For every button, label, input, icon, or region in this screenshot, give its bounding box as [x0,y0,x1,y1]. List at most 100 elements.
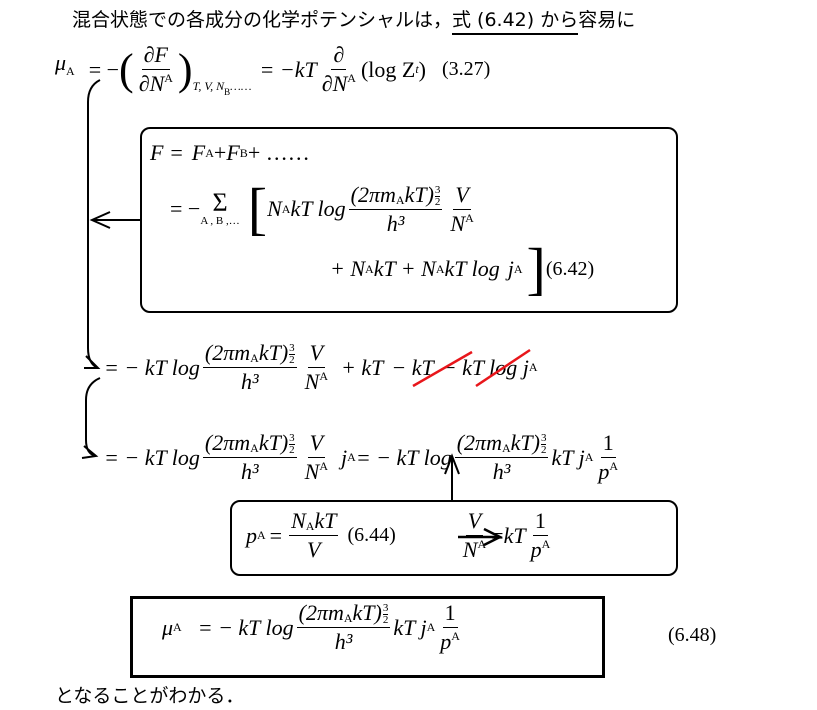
kT: kT [503,522,526,548]
subscript: B [224,86,231,97]
kT-log: kT log [444,256,500,281]
t2: kT) [258,430,289,455]
minus-kT-log: = − kT log [104,444,200,470]
subscript: A [365,261,374,276]
numerator: 1 [532,508,548,536]
equation-label-6-48: (6.48) [668,624,717,646]
F-equals: F = [150,140,184,165]
bracket-arrow-2 [85,377,101,457]
subscript: A [435,261,445,276]
two: 2 [434,195,441,208]
close-paren: ) [418,56,426,82]
mu-symbol: μA [55,50,75,79]
log-Z: (log Z [360,56,416,82]
kT-log: kT log [290,196,346,221]
arrowhead-2 [81,445,99,459]
h3: h³ [386,210,405,236]
equals-minus-kT-log: = − kT log [355,444,452,470]
numerator: 1 [600,430,616,458]
subscript: A [305,519,315,533]
vars: T, V, N [192,78,225,93]
V: V [309,430,324,455]
outro-sentence: となることがわかる． [55,685,245,707]
subscript: A [609,459,619,473]
sum-range: A , B ,… [200,215,240,227]
equals-minus: = − [170,196,201,221]
h3: h³ [240,459,259,484]
left-paren: ( [119,44,134,94]
t1: (2πm [298,600,344,625]
left-arrowhead [89,211,111,229]
two: 2 [289,444,295,456]
j: j [507,256,514,281]
plus-dots: + …… [247,140,310,165]
N: N [291,508,306,533]
one: 1 [534,508,546,533]
denominator: h³ [491,458,513,485]
intro-sentence: 混合状態での各成分の化学ポテンシャルは，式 (6.42) から容易に [72,5,635,35]
N: N [462,537,478,562]
V: V [309,340,324,365]
t1: (2πm [204,430,251,455]
equals-minus-kT: = −kT [259,56,317,82]
right-paren: ) [177,44,193,94]
numerator: V [307,430,326,458]
equation-label: (3.27) [442,58,491,80]
j: j [341,444,348,470]
three: 3 [289,342,295,355]
subscript: A [584,450,594,464]
sigma-icon: Σ [212,188,228,217]
one: 1 [602,430,614,455]
equals-minus-kT-log: = − kT log [197,614,294,640]
subscript: A [257,528,266,542]
two: 2 [540,444,547,456]
subscript: A [319,369,329,383]
numerator: 1 [442,600,458,628]
subscript: A [465,210,474,225]
F: F [226,140,240,165]
t2: kT) [258,340,289,365]
numerator: V [453,182,471,210]
subscript: A [66,64,75,78]
kT-j: kT j [393,614,427,640]
numerator: V [307,340,326,368]
dots: …… [230,78,252,93]
dF: ∂F [143,42,168,67]
subscript: A [451,629,460,643]
three: 3 [540,432,547,445]
denominator: h³ [333,628,355,655]
t2: kT) [510,430,540,455]
denominator: V [305,536,322,563]
subscript: A [395,192,405,207]
p: p [530,537,542,562]
h3: h³ [492,459,511,484]
kT-j: kT j [551,444,585,470]
equation-label: (6.44) [347,524,396,546]
t2: kT) [352,600,382,625]
equation-label: (6.42) [545,257,595,280]
F: F [191,140,206,165]
numerator: V [465,508,484,536]
bracket-arrow-1 [87,79,101,369]
three: 3 [434,183,441,197]
kT: kT [314,508,337,533]
subscript: A [281,201,291,216]
